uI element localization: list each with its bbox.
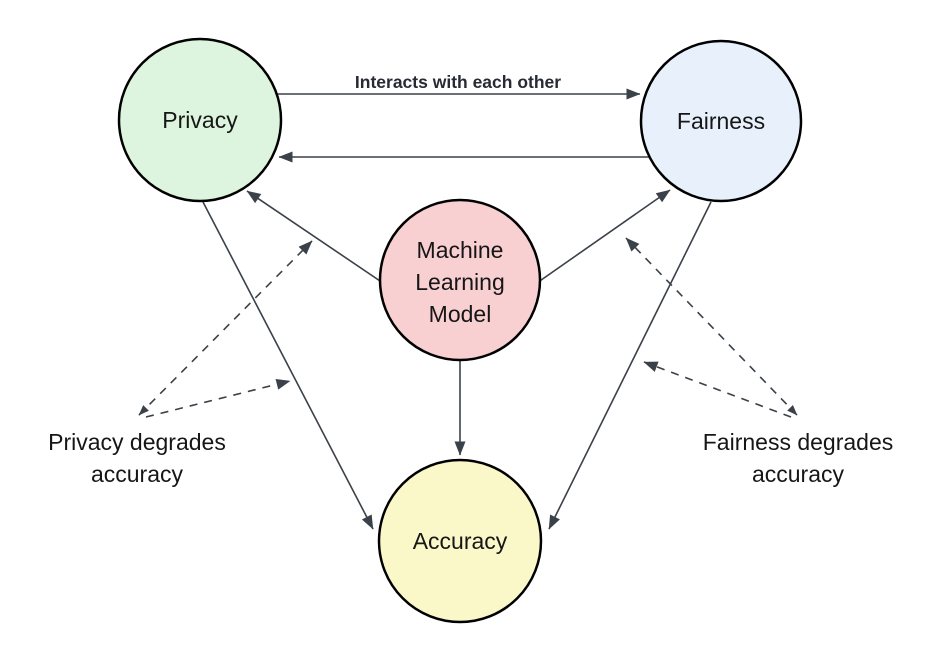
node-machine-learning-model bbox=[378, 198, 542, 362]
annotation-arrow-left-steep bbox=[138, 240, 313, 416]
annotation-arrow-right-steep bbox=[625, 237, 798, 416]
annotation-left-line2: accuracy bbox=[91, 461, 184, 487]
node-fairness bbox=[639, 39, 803, 203]
node-accuracy-label: Accuracy bbox=[413, 528, 508, 554]
node-ml-label-line3: Model bbox=[429, 301, 492, 327]
edge-privacy-to-accuracy bbox=[202, 201, 374, 530]
annotation-right-line2: accuracy bbox=[752, 461, 845, 487]
edge-ml-to-fairness bbox=[533, 189, 671, 286]
annotation-arrow-left-shallow bbox=[145, 378, 291, 418]
annotation-arrow-right-shallow bbox=[643, 361, 792, 418]
edge-label-interacts: Interacts with each other bbox=[355, 72, 561, 92]
annotation-right-line1: Fairness degrades bbox=[703, 429, 894, 455]
node-privacy-label: Privacy bbox=[162, 107, 238, 133]
annotation-left-line1: Privacy degrades bbox=[48, 429, 226, 455]
node-ml-label-line2: Learning bbox=[415, 269, 505, 295]
node-fairness-label: Fairness bbox=[677, 108, 765, 134]
node-accuracy bbox=[377, 458, 543, 624]
edge-ml-to-privacy bbox=[246, 190, 387, 286]
node-ml-label-line1: Machine bbox=[417, 237, 504, 263]
edge-fairness-to-accuracy bbox=[548, 201, 712, 530]
node-privacy bbox=[117, 37, 283, 203]
